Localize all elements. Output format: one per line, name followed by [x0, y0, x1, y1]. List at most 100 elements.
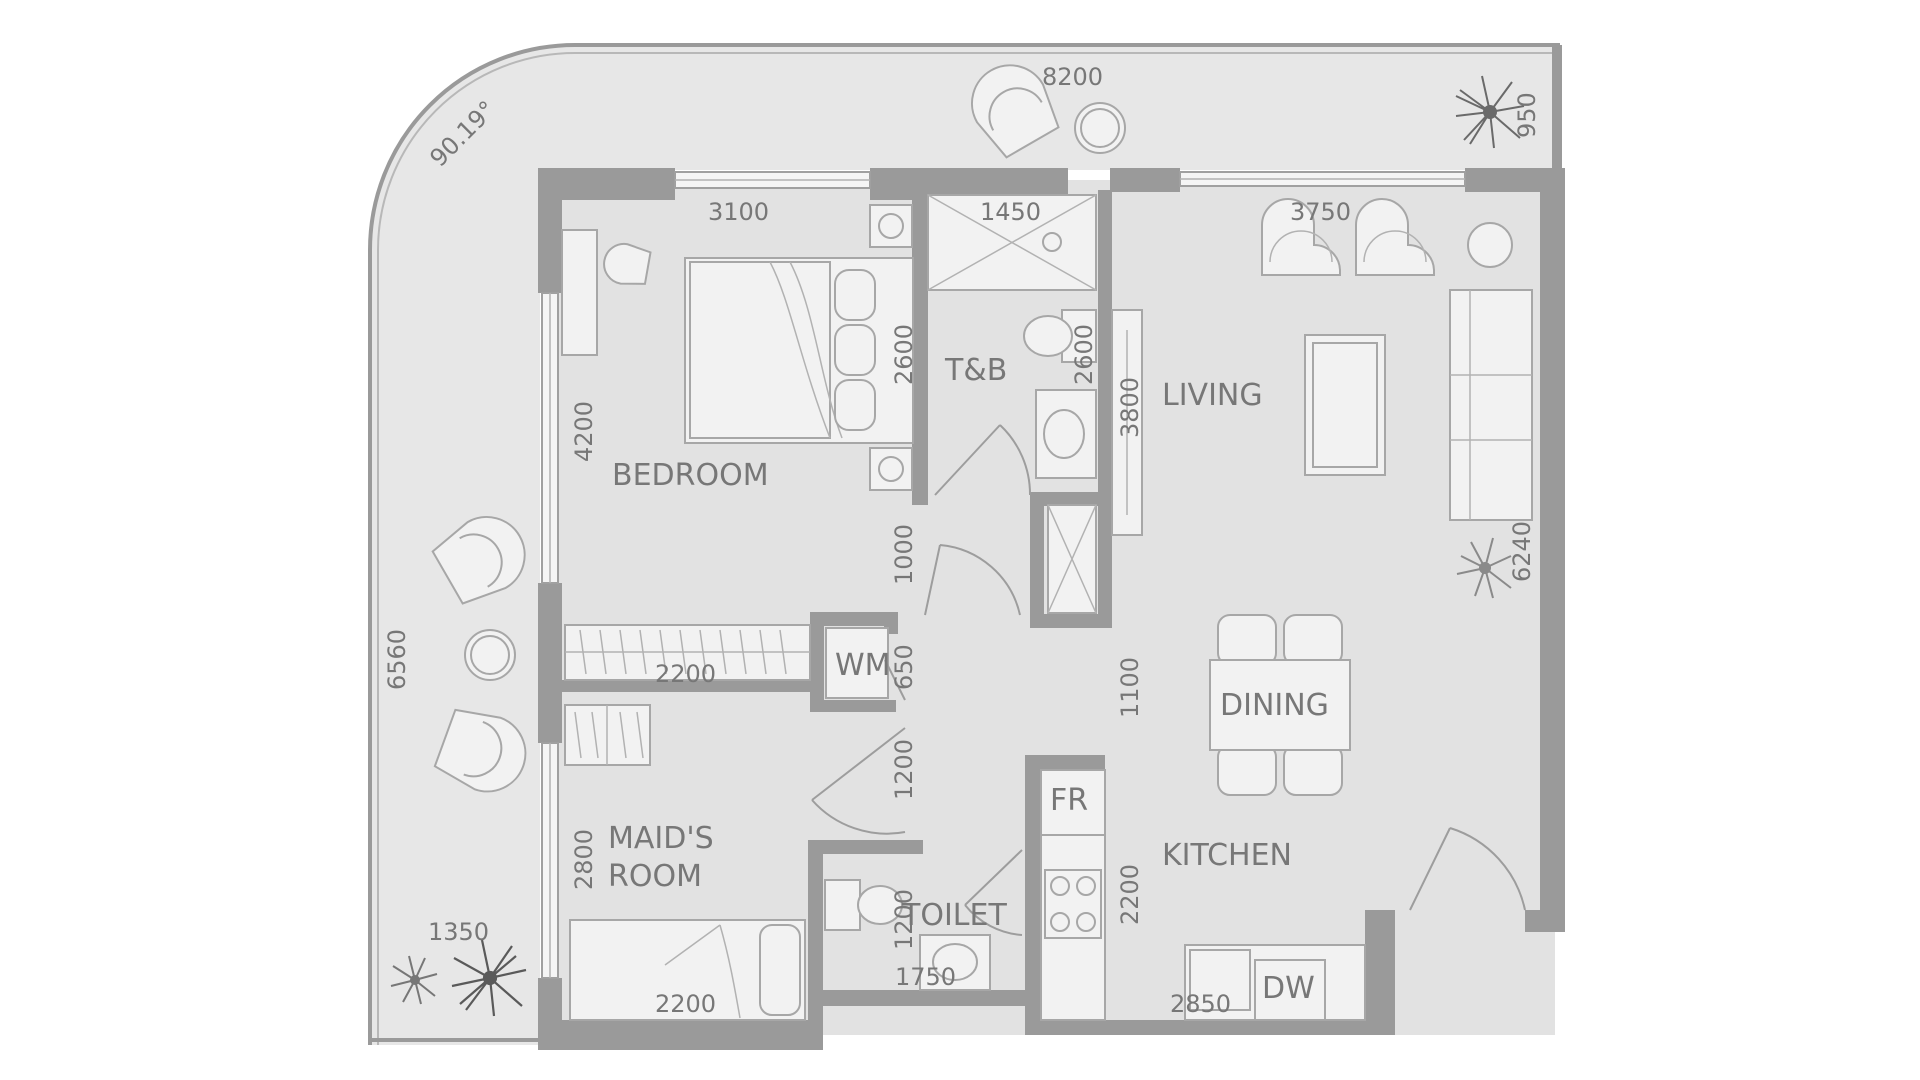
pillow-2 [834, 324, 876, 376]
label-kitchen: KITCHEN [1162, 838, 1292, 873]
plant-balcony-bottom-small [390, 955, 438, 1005]
label-living: LIVING [1162, 378, 1263, 413]
sofa [1449, 289, 1533, 521]
dim-toilet-width: 1750 [895, 963, 956, 991]
dim-tb-depth: 2600 [1070, 324, 1098, 385]
maids-furniture [569, 919, 806, 1021]
kitchen-fixtures [1040, 769, 1366, 1021]
label-bedroom: BEDROOM [612, 458, 769, 493]
walls [538, 168, 1565, 1050]
wall-wm-bottom [810, 700, 896, 712]
wall-toilet-door-jamb [898, 840, 923, 854]
label-maids-1: MAID'S [608, 821, 714, 856]
door-entry [1409, 827, 1526, 911]
balcony-chair-left-2 [433, 708, 527, 793]
dim-balcony-depth: 950 [1513, 92, 1541, 138]
wall-shaft-bottom [1030, 614, 1112, 628]
pillow-3 [834, 379, 876, 431]
dining-table [1209, 659, 1351, 751]
label-toilet: TOILET [901, 898, 1007, 933]
toilet-wc [824, 879, 861, 931]
dim-balcony-bottom: 1350 [428, 918, 489, 946]
label-wm: WM [835, 648, 891, 683]
side-table [1467, 222, 1513, 268]
wall-left-top [538, 168, 562, 293]
wall-kitchen-notch [1365, 910, 1395, 1035]
dim-bedroom-side: 2600 [890, 324, 918, 385]
wall-toilet-top [808, 840, 923, 854]
door-maids [811, 727, 906, 835]
wall-entry-right [1525, 910, 1565, 932]
wardrobe-maids [564, 704, 651, 766]
door-swings [811, 424, 1526, 936]
wall-right [1540, 168, 1565, 918]
dining-chair-4 [1283, 744, 1343, 796]
nightstand-top [869, 204, 913, 248]
dim-balcony-top: 8200 [1042, 63, 1103, 91]
wall-fridge-top [1025, 755, 1105, 769]
cooktop [1044, 869, 1102, 939]
armchair-1 [1261, 198, 1341, 276]
balcony-furniture [390, 64, 1525, 1017]
wall-bottom-maids [538, 1020, 823, 1050]
plant-balcony-top [1455, 75, 1525, 149]
label-dw: DW [1262, 971, 1315, 1006]
label-maids-2: ROOM [608, 859, 702, 894]
plant-living [1456, 537, 1512, 599]
dim-wm-depth: 650 [890, 644, 918, 690]
tb-fixtures [927, 194, 1097, 614]
windows [541, 171, 1466, 979]
dim-kitchen-depth: 2200 [1116, 864, 1144, 925]
wardrobe-bedroom [564, 624, 811, 681]
single-bed-pillow [759, 924, 801, 1016]
label-dining: DINING [1220, 688, 1329, 723]
dim-maids-depth: 2800 [570, 829, 598, 890]
dim-living-side: 6240 [1508, 521, 1536, 582]
double-bed [684, 257, 914, 444]
dim-toilet-depth: 1200 [890, 889, 918, 950]
door-bedroom [924, 544, 1021, 616]
dining-chair-3 [1217, 744, 1277, 796]
dim-balcony-side: 6560 [383, 629, 411, 690]
label-tb: T&B [944, 353, 1007, 388]
wall-kitchen-left [1025, 755, 1041, 1035]
dim-living-depth: 3800 [1116, 377, 1144, 438]
nightstand-bottom [869, 447, 913, 491]
living-furniture [1111, 198, 1533, 599]
label-fr: FR [1050, 783, 1088, 818]
plant-balcony-bottom [451, 939, 527, 1017]
door-tb [934, 424, 1032, 496]
dim-bedroom-depth: 4200 [570, 401, 598, 462]
wall-top-living-left [1110, 168, 1180, 192]
balcony-end-wall [1552, 45, 1562, 170]
dim-corridor-door: 1000 [890, 524, 918, 585]
desk-chair [603, 242, 652, 285]
wall-bottom-kitchen [1025, 1020, 1395, 1035]
dining-furniture [1209, 614, 1351, 796]
dim-corridor-lower: 1200 [890, 739, 918, 800]
pillow-1 [834, 269, 876, 321]
tb-basin [1035, 389, 1097, 479]
wall-wm-top [810, 612, 898, 626]
dishwasher [1254, 959, 1326, 1021]
wall-toilet-bottom [808, 990, 1028, 1006]
balcony-railing [377, 52, 1552, 1045]
dim-maids-width: 2200 [655, 990, 716, 1018]
dining-chair-2 [1283, 614, 1343, 666]
wall-tb-living [1098, 190, 1112, 495]
washing-machine [825, 627, 889, 699]
room-labels: BEDROOM T&B LIVING WM DINING FR KITCHEN … [608, 353, 1329, 1006]
balcony [368, 43, 1562, 1045]
dim-bedroom-width: 3100 [708, 198, 769, 226]
dim-wardrobe: 2200 [655, 660, 716, 688]
wall-bedroom-tb [912, 200, 928, 505]
dim-kitchen-width: 2850 [1170, 990, 1231, 1018]
dining-chair-1 [1217, 614, 1277, 666]
wall-shaft-top [1030, 492, 1112, 506]
dim-corridor: 1100 [1116, 657, 1144, 718]
wall-shaft-right [1098, 492, 1112, 628]
balcony-table-top [1074, 102, 1126, 154]
wall-left-mid [538, 583, 562, 743]
wall-maids-right [808, 840, 823, 1050]
